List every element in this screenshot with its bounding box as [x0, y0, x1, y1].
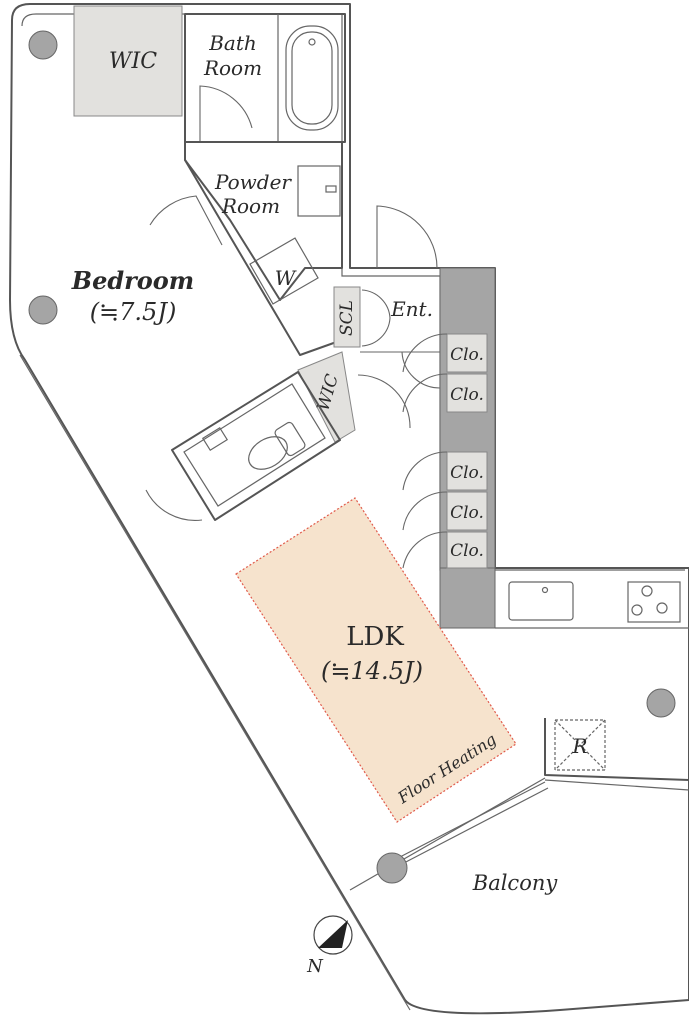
- powder-label-1: Powder: [214, 170, 292, 194]
- powder-faucet: [325, 185, 337, 193]
- hall-door-1: [360, 351, 441, 389]
- toilet-door: [145, 489, 203, 521]
- toilet-sink: [201, 426, 229, 452]
- fridge-cross-2: [554, 719, 606, 771]
- outer-wall-inner: [21, 13, 685, 571]
- window-frame: [397, 781, 549, 865]
- outer-wall-diagonal: [19, 354, 411, 1011]
- scl-label: SCL: [337, 300, 357, 336]
- compass-needle: [318, 920, 348, 948]
- scl-storage: [333, 286, 361, 348]
- kitchen-faucet: [541, 586, 549, 594]
- kitchen-stove: [627, 581, 681, 623]
- outer-wall: [9, 3, 689, 1015]
- entrance-label: Ent.: [390, 297, 433, 321]
- closet-2-label: Clo.: [450, 385, 484, 405]
- toilet-tank: [274, 421, 306, 457]
- closet-5: [446, 531, 488, 569]
- powder-label-2: Room: [221, 194, 280, 218]
- stove-burner-2: [631, 604, 643, 616]
- bath-label-1: Bath: [208, 31, 257, 55]
- closet-4: [446, 491, 488, 531]
- scl-door: [361, 289, 391, 347]
- powder-vanity: [297, 165, 341, 217]
- toilet-bowl: [248, 436, 288, 470]
- closet-3-door: [402, 451, 448, 491]
- kitchen-pillar: [646, 688, 676, 718]
- closet-3-label: Clo.: [450, 463, 484, 483]
- bedroom-pillar-top: [28, 30, 58, 60]
- fridge-nook: [544, 718, 689, 781]
- hall-door-2: [357, 374, 411, 429]
- washer-label: W: [275, 266, 297, 290]
- wic-mid-area: [297, 351, 356, 443]
- ldk-label: LDK: [346, 622, 404, 652]
- closet-5-label: Clo.: [450, 541, 484, 561]
- ldk-size: (≒14.5J): [321, 657, 423, 685]
- balcony-label: Balcony: [472, 871, 559, 895]
- kitchen-wall: [439, 567, 496, 629]
- fridge-box: [554, 719, 606, 771]
- closet-5-door: [402, 531, 448, 569]
- compass-north-label: N: [306, 956, 324, 977]
- closet-4-label: Clo.: [450, 503, 484, 523]
- bedroom-size: (≒7.5J): [90, 298, 177, 326]
- floor-heating-zone: [235, 497, 517, 823]
- washer-box: [249, 237, 319, 305]
- kitchen-sink: [508, 581, 574, 621]
- closet-4-door: [402, 491, 448, 531]
- closet-1-door: [402, 333, 448, 373]
- powder-room-walls: [184, 141, 343, 301]
- bedroom-inner-wall: [184, 159, 343, 356]
- wic-top-label: WIC: [109, 49, 157, 74]
- stove-burner-1: [641, 585, 653, 597]
- toilet-room-walls: [171, 371, 341, 521]
- closet-2-door: [402, 373, 448, 413]
- bathtub-outer: [285, 25, 339, 131]
- north-compass: N: [306, 915, 353, 977]
- entrance-door: [376, 205, 438, 269]
- bath-label-2: Room: [203, 56, 262, 80]
- stove-burner-3: [656, 602, 668, 614]
- closet-1: [446, 333, 488, 373]
- powder-door: [149, 195, 223, 246]
- balcony-pillar: [376, 852, 408, 884]
- closet-2: [446, 373, 488, 413]
- bath-door: [199, 85, 253, 142]
- bedroom-pillar-mid: [28, 295, 58, 325]
- bathtub-inner: [291, 31, 333, 125]
- closet-1-label: Clo.: [450, 345, 484, 365]
- fridge-label: R: [571, 734, 587, 758]
- closet-3: [446, 451, 488, 491]
- balcony-rail: [544, 779, 689, 791]
- toilet-room-inner: [183, 383, 326, 507]
- wic-top-area: [73, 5, 183, 117]
- bathtub-drain: [308, 38, 316, 46]
- bedroom-label: Bedroom: [71, 266, 194, 295]
